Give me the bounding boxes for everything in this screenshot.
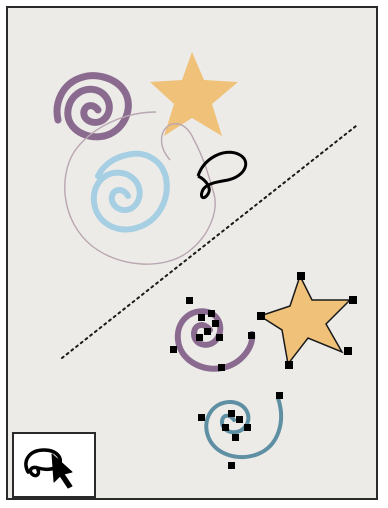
artboard[interactable]: [6, 6, 378, 500]
lasso-cursor-icon: [14, 434, 94, 496]
illustration-canvas[interactable]: [8, 8, 378, 500]
purple-spiral-selected[interactable]: [178, 311, 252, 368]
lasso-tool-indicator[interactable]: [12, 432, 96, 498]
purple-spiral-top[interactable]: [57, 76, 128, 137]
star-selected[interactable]: [260, 276, 350, 364]
star-top[interactable]: [150, 52, 238, 136]
lasso-knot-icon: [198, 152, 246, 197]
blue-spiral[interactable]: [94, 154, 167, 230]
blue-spiral-selected[interactable]: [206, 398, 281, 457]
